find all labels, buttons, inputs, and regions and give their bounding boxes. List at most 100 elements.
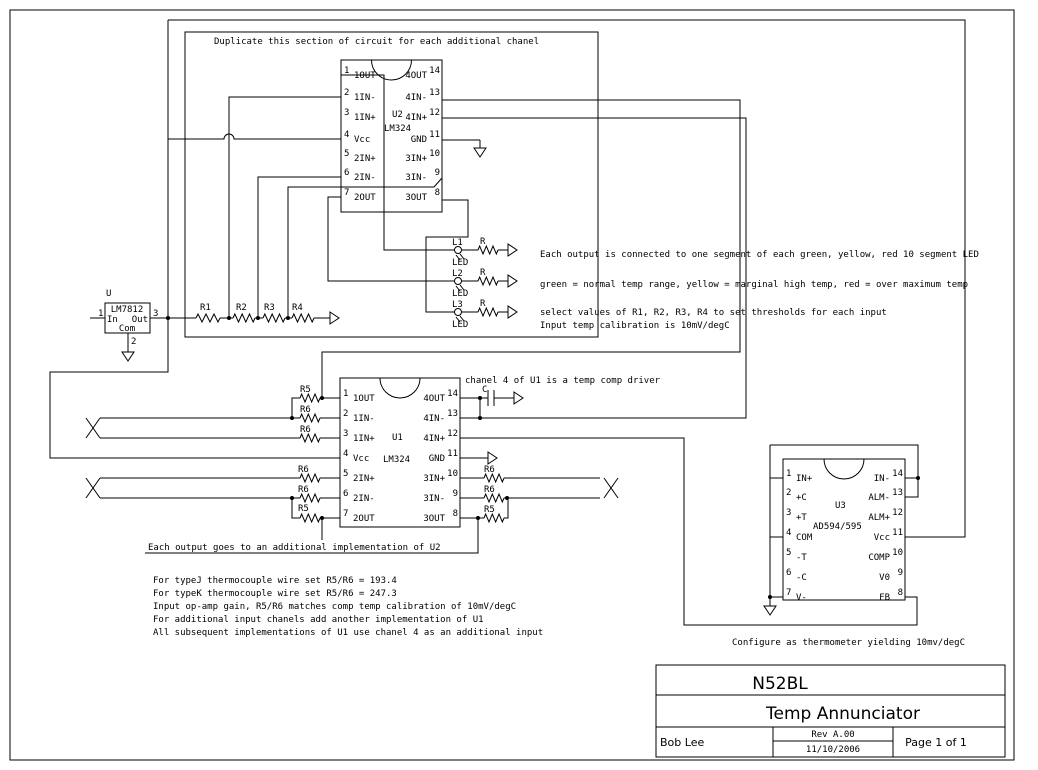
u2-pin-number: 8 — [435, 188, 440, 198]
u2-pin-name: 3OUT — [405, 193, 427, 203]
u1-pin-name: 4IN+ — [423, 434, 445, 444]
u1-pin-number: 1 — [343, 389, 348, 399]
u2-pin-name: 3IN- — [405, 173, 427, 183]
u3-pin-name: V0 — [879, 573, 890, 583]
thermocouple-cross — [85, 417, 101, 439]
ground-icon — [507, 243, 518, 257]
u1-resistor-ref: R6 — [484, 465, 495, 475]
u2-notch — [371, 59, 412, 81]
u3-pin-name: IN- — [874, 474, 890, 484]
led-icon — [454, 308, 462, 316]
u3-pin-number: 5 — [786, 548, 791, 558]
title-page: Page 1 of 1 — [905, 736, 967, 749]
u3-pin-name: V- — [796, 593, 807, 603]
u1-pin-name: GND — [429, 454, 445, 464]
led-ref: L3 — [452, 300, 463, 310]
wire — [291, 498, 300, 519]
u1-pin-name: 4IN- — [423, 414, 445, 424]
u2-pin-name: 1IN+ — [354, 113, 376, 123]
u3-pin-name: IN+ — [796, 474, 813, 484]
led-resistor-ref: R — [480, 237, 486, 247]
u3-pin-name: +T — [796, 513, 807, 523]
note-led-output: Each output is connected to one segment … — [540, 250, 979, 260]
u1-resistor-ref: R5 — [300, 385, 311, 395]
u1-pin-name: 3OUT — [423, 514, 445, 524]
thermocouple-cross — [603, 477, 619, 499]
u1-chip — [339, 377, 461, 528]
junction-dot — [256, 316, 260, 320]
u1-pin-number: 8 — [453, 509, 458, 519]
wire — [504, 498, 509, 519]
junction-dot — [166, 316, 170, 320]
u2-pin-number: 4 — [344, 130, 349, 140]
u3-pin-name: Vcc — [874, 533, 890, 543]
u1-pin-number: 6 — [343, 489, 348, 499]
resistor-symbol — [299, 412, 321, 424]
led-icon — [454, 246, 462, 254]
u1-resistor-ref: R6 — [298, 485, 309, 495]
u1-pin-number: 14 — [447, 389, 458, 399]
u3-pin-number: 1 — [786, 469, 791, 479]
wire — [905, 478, 919, 498]
junction-dot — [227, 316, 231, 320]
u3-pin-name: FB — [879, 593, 890, 603]
u3-pin-number: 14 — [892, 469, 903, 479]
note-u3-config: Configure as thermometer yielding 10mv/d… — [732, 638, 965, 648]
resistor-symbol — [299, 472, 321, 484]
note-colors: green = normal temp range, yellow = marg… — [540, 280, 968, 290]
note-bottom-2: For typeK thermocouple wire set R5/R6 = … — [153, 589, 397, 599]
u3-pin-number: 4 — [786, 528, 791, 538]
note-temp-comp: chanel 4 of U1 is a temp comp driver — [465, 376, 661, 386]
divider-resistor-ref: R4 — [292, 303, 303, 313]
u1-pin-name: 3IN- — [423, 494, 445, 504]
resistor-symbol — [291, 312, 315, 324]
u1-resistor-ref: R6 — [300, 425, 311, 435]
u1-pin-number: 10 — [447, 469, 458, 479]
regulator-pin: 2 — [131, 337, 136, 347]
u1-resistor-ref: R6 — [300, 405, 311, 415]
regulator-out-label: Out — [132, 315, 148, 325]
u2-pin-number: 6 — [344, 168, 349, 178]
u1-pin-number: 4 — [343, 449, 348, 459]
u2-pin-name: 4IN- — [405, 93, 427, 103]
capacitor-ref: C — [482, 385, 487, 395]
regulator-part: LM7812 — [111, 305, 144, 315]
u3-pin-number: 2 — [786, 488, 791, 498]
wire — [460, 437, 918, 626]
note-bottom-1: For typeJ thermocouple wire set R5/R6 = … — [153, 576, 397, 586]
title-date: 11/10/2006 — [806, 745, 860, 755]
u1-part: LM324 — [383, 455, 410, 465]
u1-resistor-ref: R6 — [298, 465, 309, 475]
led-arrow — [459, 315, 465, 322]
wires — [9, 9, 1015, 761]
u3-pin-name: COM — [796, 533, 813, 543]
u2-pin-number: 14 — [429, 66, 440, 76]
wire — [425, 199, 469, 313]
u2-pin-number: 13 — [429, 88, 440, 98]
u2-pin-name: 1OUT — [354, 71, 376, 81]
wire — [770, 444, 919, 478]
regulator-com-label: Com — [119, 324, 135, 334]
u1-pin-name: 2IN- — [353, 494, 375, 504]
u2-pin-name: 1IN- — [354, 93, 376, 103]
u2-pin-name: 3IN+ — [405, 154, 427, 164]
note-calibration: Input temp calibration is 10mV/degC — [540, 321, 730, 331]
resistor-symbol — [262, 312, 286, 324]
u1-pin-number: 11 — [447, 449, 458, 459]
u2-ref: U2 — [392, 110, 403, 120]
u2-pin-number: 1 — [344, 66, 349, 76]
regulator-in-label: In — [107, 315, 118, 325]
u1-pin-name: 2IN+ — [353, 474, 375, 484]
led-type: LED — [452, 289, 468, 299]
u2-pin-number: 12 — [429, 108, 440, 118]
title-revision: Rev A.00 — [811, 730, 854, 740]
u2-pin-number: 3 — [344, 108, 349, 118]
u1-pin-name: 1IN- — [353, 414, 375, 424]
ground-icon — [507, 305, 518, 319]
wire — [769, 445, 783, 598]
u1-pin-number: 3 — [343, 429, 348, 439]
regulator-ref: U — [106, 289, 111, 299]
led-arrow — [459, 253, 465, 260]
u1-pin-name: Vcc — [353, 454, 369, 464]
